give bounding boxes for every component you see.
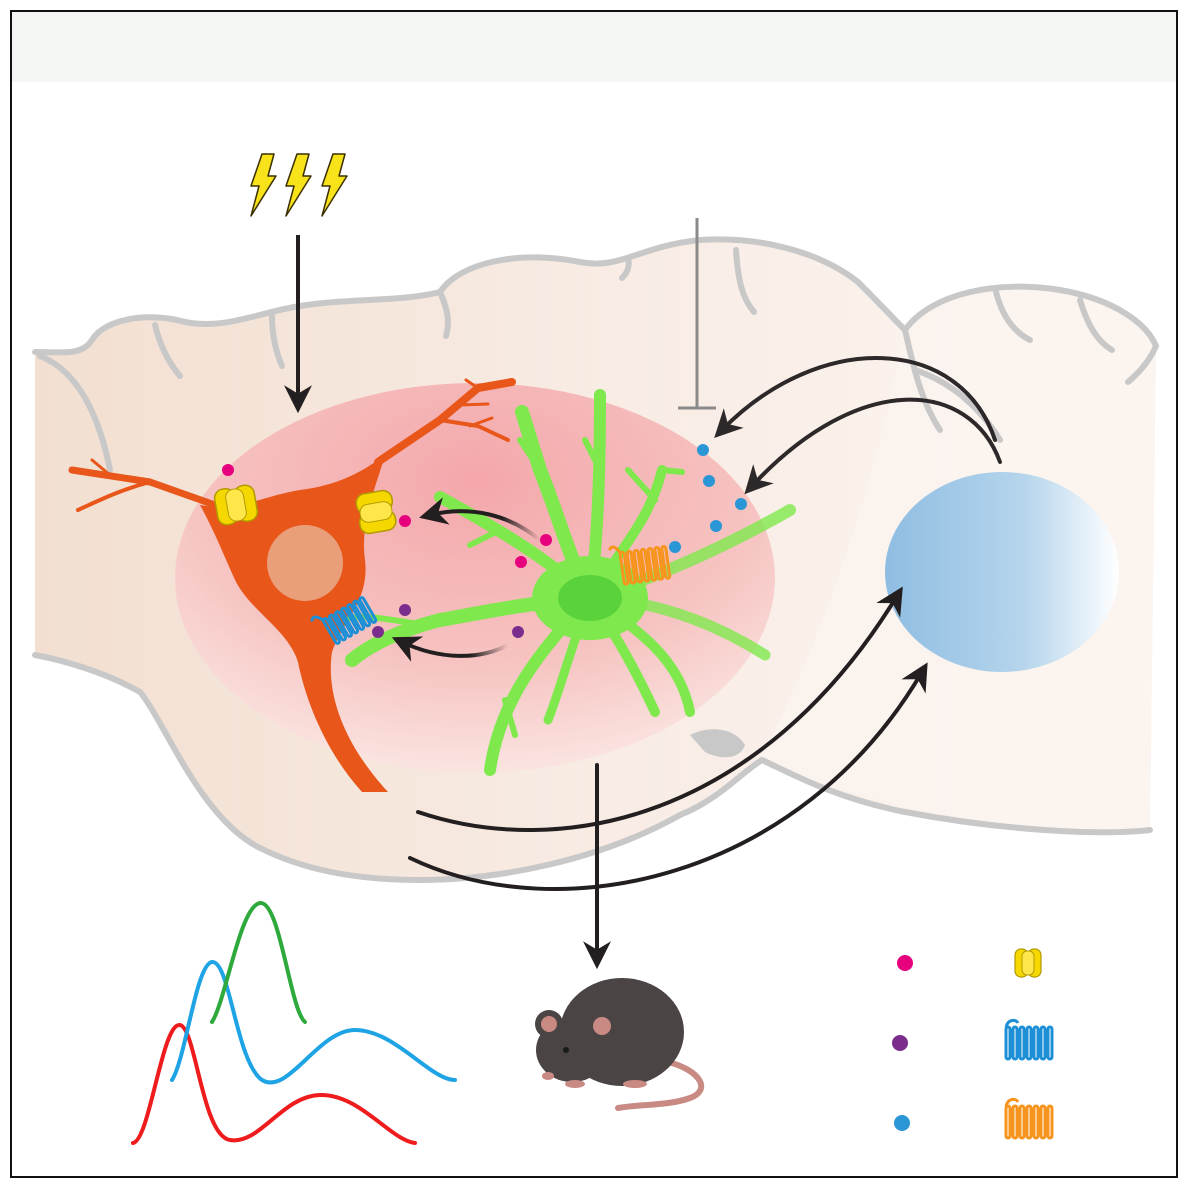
header-band: [12, 12, 1176, 82]
magenta-dot-icon: [540, 534, 552, 546]
ion-channel-icon: [355, 489, 397, 535]
blue-dot-icon: [710, 520, 722, 532]
orange-gpcr-icon: [608, 545, 672, 586]
legend: [892, 948, 1054, 1140]
legend-orange-gpcr-icon: [1004, 1097, 1054, 1140]
inhibition-symbol: [678, 218, 716, 410]
legend-blue-dot-icon: [894, 1115, 910, 1131]
magenta-dot-icon: [515, 556, 527, 568]
arrows: [391, 356, 1002, 970]
cortex-to-cerebellum-arrow: [408, 662, 928, 891]
magenta-dot-icon: [399, 515, 411, 527]
cerebellum-region-highlight: [885, 472, 1119, 672]
cortex-to-cerebellum-arrow: [416, 586, 903, 833]
mouse-tail: [615, 1059, 705, 1111]
blue-gpcr-icon: [310, 596, 378, 645]
red-curve: [131, 1023, 417, 1145]
astrocyte-nucleus: [558, 575, 622, 621]
legend-blue-gpcr-icon: [1004, 1018, 1054, 1061]
activity-curves: [131, 901, 457, 1145]
purple-dot-icon: [372, 626, 384, 638]
green-curve: [210, 901, 307, 1024]
blue-molecules: [669, 444, 747, 553]
ion-channel-icon: [213, 484, 259, 526]
neuron: [68, 378, 516, 792]
blue-dot-icon: [735, 498, 747, 510]
mouse-ear-inner: [541, 1016, 557, 1032]
purple-dot-icon: [512, 626, 524, 638]
lightning-icon: [250, 153, 277, 217]
cerebellum-to-cortex-arrow: [714, 356, 997, 442]
magenta-dot-icon: [222, 464, 234, 476]
purple-molecules: [372, 604, 524, 638]
brain-outline: [32, 236, 1160, 884]
blue-dot-icon: [697, 444, 709, 456]
legend-magenta-dot-icon: [897, 955, 913, 971]
mouse-ear-inner: [593, 1017, 611, 1035]
mouse-icon: [535, 978, 705, 1111]
legend-ion-channel-icon: [1014, 948, 1042, 978]
magenta-molecules: [222, 464, 552, 568]
mouse-foot: [565, 1080, 585, 1088]
blue-curve: [170, 960, 457, 1085]
astrocyte-to-neuron-arrow: [419, 497, 542, 542]
cerebellum-to-cortex-arrow: [744, 397, 1002, 495]
astrocyte-to-neuron-arrow: [391, 636, 510, 662]
blue-dot-icon: [669, 541, 681, 553]
mouse-nose: [542, 1072, 554, 1080]
lightning-icon: [321, 153, 348, 217]
purple-dot-icon: [399, 604, 411, 616]
astrocyte: [345, 389, 796, 776]
blue-dot-icon: [703, 475, 715, 487]
mouse-eye: [563, 1047, 569, 1053]
neuron-soma: [200, 455, 388, 792]
brainstem-blob: [690, 729, 745, 758]
mouse-foot: [623, 1080, 647, 1088]
stimulation-bolts: [250, 153, 348, 217]
lightning-icon: [285, 153, 312, 217]
legend-purple-dot-icon: [892, 1035, 908, 1051]
neuron-nucleus: [267, 525, 343, 601]
